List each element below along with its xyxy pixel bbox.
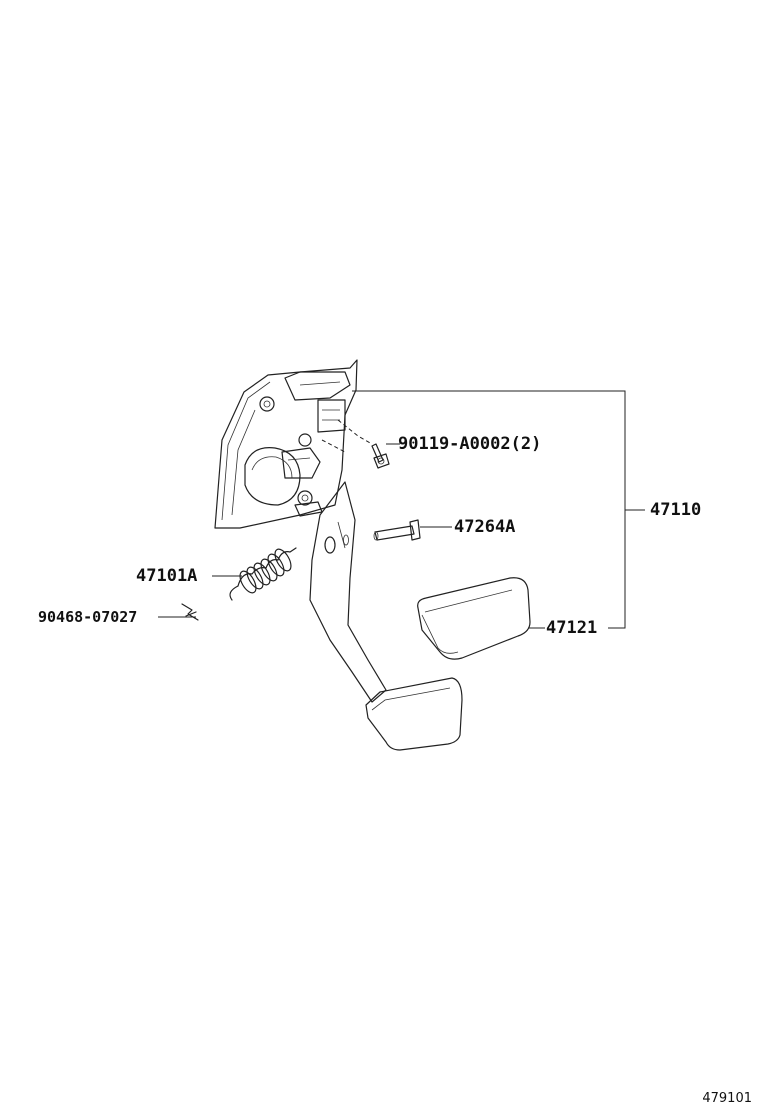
return-spring [229,547,297,601]
pin-47264a [373,519,421,541]
pedal-arm [309,481,387,703]
assembly-number: 47110 [650,500,702,520]
pin-number: 47264A [454,517,516,537]
part-label-clip: 90468-07027 [38,607,137,627]
spring-number: 47101A [136,566,198,586]
clip-90468 [181,603,199,621]
part-label-spring: 47101A [136,566,197,586]
bolt-qty: (2) [510,434,542,454]
pedal-bracket [214,359,358,529]
diagram-id: 479101 [702,1091,752,1106]
part-label-bolt: 90119-A0002(2) [398,434,541,454]
part-label-pad: 47121 [546,618,597,638]
pedal-foot-plate [365,677,463,751]
clip-number: 90468-07027 [38,608,138,626]
bolt-number: 90119-A0002 [398,434,511,454]
leader-lines [158,390,645,629]
pad-number: 47121 [546,618,598,638]
part-label-pin: 47264A [454,517,515,537]
bolt-90119 [371,443,390,469]
pedal-pad [417,577,531,660]
part-label-assembly: 47110 [650,500,701,520]
